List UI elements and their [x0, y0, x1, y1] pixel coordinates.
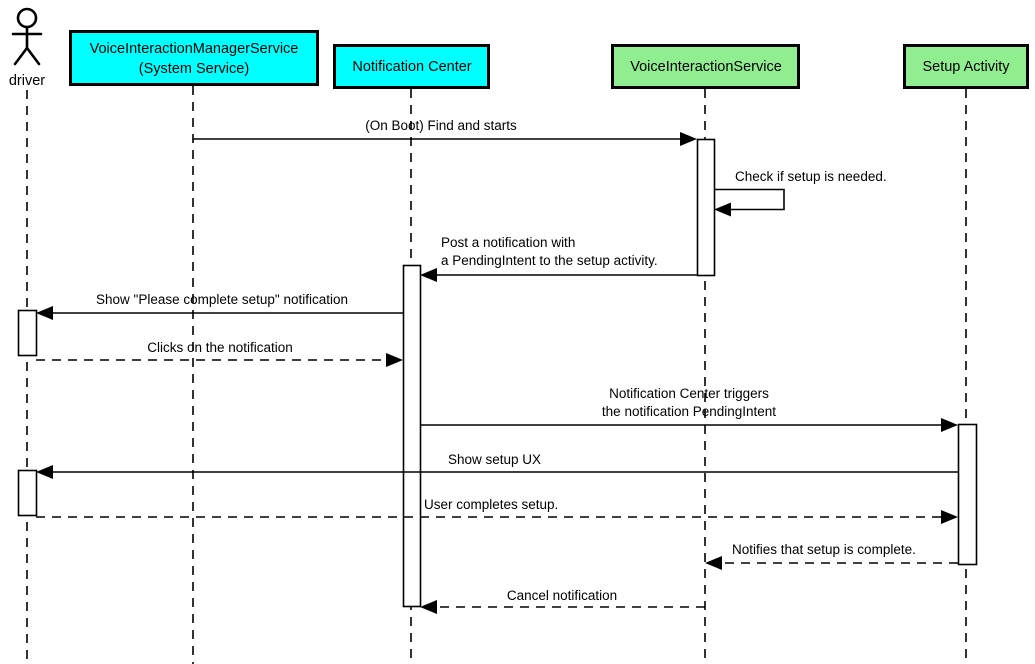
- message-trigger-pendingintent-arrowhead-icon: [941, 418, 958, 432]
- message-clicks-notification-arrowhead-icon: [386, 353, 403, 367]
- actor-left-leg-icon: [13, 46, 29, 66]
- message-notifies-setup-complete-arrowhead-icon: [705, 556, 722, 570]
- message-post-notification[interactable]: Post a notification with a PendingIntent…: [420, 235, 697, 282]
- activation-bar-vis-1: [696, 138, 716, 277]
- message-trigger-pendingintent[interactable]: Notification Center triggers the notific…: [420, 386, 958, 432]
- message-user-completes-setup[interactable]: User completes setup.: [36, 497, 958, 524]
- message-show-notification[interactable]: Show "Please complete setup" notificatio…: [36, 292, 403, 320]
- self-call-check-setup-path: [714, 188, 785, 211]
- participant-box-notification-center[interactable]: Notification Center: [333, 44, 490, 89]
- activation-bar-notification-center-1: [402, 264, 422, 608]
- message-show-notification-label: Show "Please complete setup" notificatio…: [96, 292, 348, 307]
- self-call-check-setup-arrowhead-icon: [714, 202, 731, 217]
- message-cancel-notification[interactable]: Cancel notification: [420, 588, 705, 614]
- participant-box-vis-rect: [611, 44, 800, 89]
- activation-bars-layer: [17, 138, 978, 608]
- message-show-setup-ux[interactable]: Show setup UX: [36, 452, 958, 479]
- message-on-boot-label: (On Boot) Find and starts: [365, 118, 517, 133]
- actor-driver[interactable]: driver: [9, 7, 45, 89]
- message-trigger-pendingintent-label-line1: Notification Center triggers: [609, 386, 769, 401]
- self-call-check-setup-label: Check if setup is needed.: [735, 169, 887, 184]
- self-call-check-setup[interactable]: Check if setup is needed.: [714, 169, 887, 217]
- participant-box-vims-label-line2: (System Service): [139, 61, 249, 77]
- activation-bar-driver-2: [17, 469, 38, 517]
- message-clicks-notification-label: Clicks on the notification: [147, 340, 293, 355]
- actor-head-icon: [16, 7, 38, 29]
- participant-box-vims[interactable]: VoiceInteractionManagerService (System S…: [69, 30, 319, 86]
- message-show-setup-ux-label: Show setup UX: [448, 452, 541, 467]
- message-trigger-pendingintent-label-line2: the notification PendingIntent: [602, 404, 776, 419]
- participant-box-vims-rect: [69, 30, 319, 86]
- message-cancel-notification-label: Cancel notification: [507, 588, 617, 603]
- message-clicks-notification[interactable]: Clicks on the notification: [36, 340, 403, 367]
- participant-box-setup-activity[interactable]: Setup Activity: [903, 44, 1029, 89]
- participant-box-vis[interactable]: VoiceInteractionService: [611, 44, 800, 89]
- message-user-completes-setup-arrowhead-icon: [941, 510, 958, 524]
- participant-box-vims-label-line1: VoiceInteractionManagerService: [90, 41, 299, 57]
- message-on-boot[interactable]: (On Boot) Find and starts: [193, 118, 697, 146]
- message-user-completes-setup-label: User completes setup.: [424, 497, 558, 512]
- participant-boxes-layer: VoiceInteractionManagerService (System S…: [69, 30, 1029, 89]
- participant-box-notification-center-label: Notification Center: [352, 59, 471, 75]
- actor-driver-label: driver: [9, 73, 45, 89]
- message-on-boot-arrowhead-icon: [680, 132, 697, 146]
- activation-bar-setup-activity-1: [957, 423, 978, 566]
- message-post-notification-label-line2: a PendingIntent to the setup activity.: [441, 253, 658, 268]
- message-notifies-setup-complete[interactable]: Notifies that setup is complete.: [705, 542, 958, 570]
- participant-box-vis-label: VoiceInteractionService: [630, 59, 782, 75]
- message-show-setup-ux-arrowhead-icon: [36, 465, 53, 479]
- activation-bar-driver-1: [17, 309, 38, 357]
- message-cancel-notification-arrowhead-icon: [420, 600, 437, 614]
- message-post-notification-arrowhead-icon: [420, 268, 437, 282]
- participant-box-setup-activity-label: Setup Activity: [922, 59, 1010, 75]
- message-show-notification-arrowhead-icon: [36, 306, 53, 320]
- message-post-notification-label-line1: Post a notification with: [441, 235, 575, 250]
- participant-box-setup-activity-rect: [903, 44, 1029, 89]
- actor-right-leg-icon: [25, 46, 41, 66]
- lifelines-layer: [26, 86, 967, 664]
- message-notifies-setup-complete-label: Notifies that setup is complete.: [732, 542, 916, 557]
- participant-box-notification-center-rect: [333, 44, 490, 89]
